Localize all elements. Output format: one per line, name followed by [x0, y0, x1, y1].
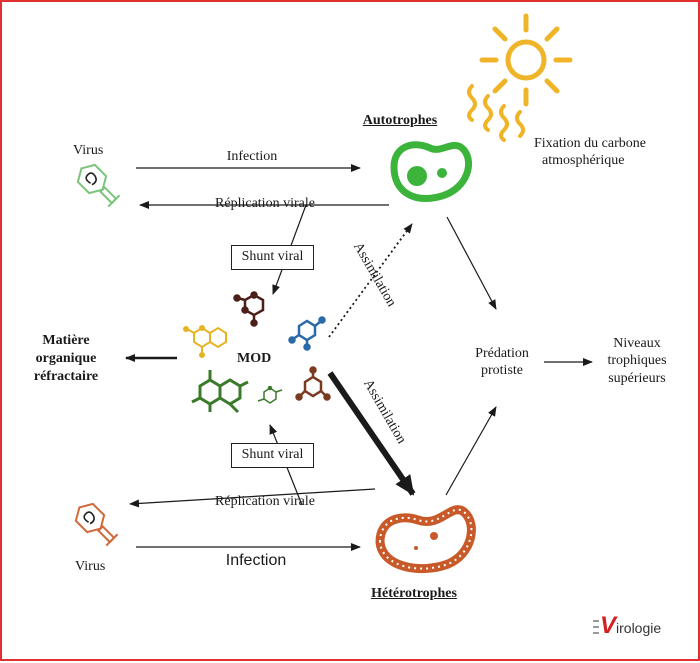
predation-arrow-from-heterotrophs [445, 406, 497, 496]
molecule-icon [233, 291, 265, 327]
molecule-icon [191, 370, 249, 414]
predation-arrow-from-autotrophs [446, 216, 497, 310]
logo-initial: V [600, 612, 617, 639]
virus-label-top: Virus [73, 143, 104, 158]
predation-label-line2: protiste [481, 363, 523, 378]
predation-label-line1: Prédation [475, 346, 529, 361]
niveaux-label-line3: supérieurs [608, 371, 666, 386]
replication-label-bottom: Réplication virale [215, 494, 315, 509]
shunt-box-top: Shunt viral [231, 245, 314, 270]
replication-label-top: Réplication virale [215, 196, 315, 211]
virus-icon [74, 502, 119, 547]
logo-stripe-icon [592, 618, 600, 641]
heterotrophs-label: Hétérotrophes [371, 586, 457, 601]
autotroph-cell-icon [390, 141, 473, 202]
refractory-label-line3: réfractaire [33, 369, 99, 384]
molecule-icon [257, 385, 283, 404]
niveaux-label-line1: Niveaux [613, 336, 661, 351]
infection-label-bottom: Infection [225, 552, 287, 569]
virologie-logo: Virologie [592, 612, 661, 641]
fixation-label-line1: Fixation du carbone [534, 136, 646, 151]
fixation-label-line2: atmosphérique [542, 153, 625, 168]
niveaux-label-line2: trophiques [607, 353, 667, 368]
replication-arrow-bottom [129, 488, 376, 508]
infection-label-top: Infection [226, 149, 278, 164]
mod-label: MOD [237, 351, 272, 366]
refractory-label-line1: Matière [42, 333, 90, 348]
heterotroph-cell-icon [375, 505, 476, 574]
molecule-icon [288, 316, 326, 351]
assimilation-arrow-bottom [327, 371, 416, 496]
molecule-icon [183, 325, 227, 358]
molecule-icon [295, 366, 331, 401]
virus-icon [76, 163, 121, 208]
autotrophs-label: Autotrophes [362, 113, 438, 128]
sun-icon [467, 13, 573, 142]
shunt-box-bottom: Shunt viral [231, 443, 314, 468]
refractory-label-line2: organique [35, 351, 97, 366]
logo-text: irologie [616, 620, 662, 636]
assimilation-arrow-top [328, 223, 413, 338]
virus-label-bottom: Virus [75, 559, 106, 574]
